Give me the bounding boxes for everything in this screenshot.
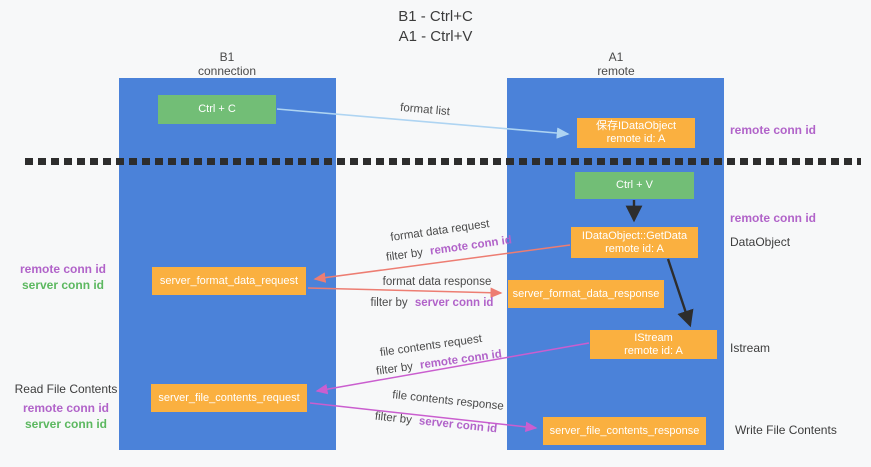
ctrl-c-label: Ctrl + C [198, 103, 236, 115]
annotation-remote-conn-id-left-2: remote conn id [22, 401, 109, 415]
title-line-2: A1 - Ctrl+V [398, 28, 473, 45]
arrow-file-contents-request [315, 342, 590, 395]
annotation-remote-conn-id-left-1: remote conn id [19, 262, 106, 276]
diagram-title: B1 - Ctrl+C A1 - Ctrl+V [0, 7, 871, 47]
node-server-file-contents-response: server_file_contents_response [543, 417, 706, 445]
node-istream: IStream remote id: A [590, 330, 717, 359]
annotation-remote-conn-id-top-right: remote conn id [730, 123, 817, 137]
lane-header-b1: B1 connection [157, 50, 297, 78]
arrow-getdata-to-istream [666, 258, 694, 328]
label-filter-by-server-conn-id-1: filter by server conn id [370, 297, 494, 309]
lane-b1-title: B1 [219, 50, 235, 64]
server-file-contents-response-label: server_file_contents_response [549, 424, 700, 437]
arrow-format-list [276, 108, 570, 139]
annotation-server-conn-id-left-1: server conn id [21, 278, 105, 292]
istream-line1: IStream [634, 331, 673, 344]
getdata-line1: IDataObject::GetData [581, 229, 688, 242]
lane-a1-title: A1 [608, 50, 624, 64]
annotation-read-file-contents: Read File Contents [14, 382, 118, 396]
annotation-server-conn-id-left-2: server conn id [24, 417, 108, 431]
lane-b1-subtitle: connection [197, 64, 257, 78]
istream-line2: remote id: A [624, 344, 683, 357]
node-ctrl-c: Ctrl + C [158, 95, 276, 124]
save-idataobject-line2: remote id: A [606, 133, 666, 145]
lane-header-a1: A1 remote [546, 50, 686, 78]
node-server-format-data-response: server_format_data_response [508, 280, 664, 308]
node-server-file-contents-request: server_file_contents_request [151, 384, 307, 412]
node-save-idataobject: 保存IDataObject remote id: A [577, 118, 695, 148]
lane-a1-subtitle: remote [597, 64, 635, 78]
title-line-1: B1 - Ctrl+C [398, 8, 473, 25]
annotation-read-file-contents-group: Read File Contents remote conn id server… [8, 381, 124, 432]
node-idataobject-getdata: IDataObject::GetData remote id: A [571, 227, 698, 258]
ctrl-v-label: Ctrl + V [616, 179, 653, 191]
arrow-format-data-response [307, 287, 503, 298]
arrow-format-data-request [313, 244, 571, 283]
arrow-file-contents-response [309, 402, 538, 433]
server-file-contents-request-label: server_file_contents_request [158, 391, 300, 404]
phase-divider-dashed-line [25, 158, 861, 165]
server-format-data-request-label: server_format_data_request [159, 274, 299, 287]
save-idataobject-line1: 保存IDataObject [595, 120, 677, 132]
annotation-conn-ids-left-top: remote conn id server conn id [8, 261, 118, 293]
label-format-data-response: format data response [382, 276, 492, 288]
server-format-data-response-label: server_format_data_response [512, 287, 660, 300]
annotation-istream: Istream [730, 341, 771, 355]
node-server-format-data-request: server_format_data_request [152, 267, 306, 295]
node-ctrl-v: Ctrl + V [575, 172, 694, 199]
annotation-dataobject: DataObject [730, 235, 791, 249]
annotation-write-file-contents: Write File Contents [735, 423, 837, 437]
annotation-remote-conn-id-right: remote conn id [730, 211, 817, 225]
getdata-line2: remote id: A [605, 242, 664, 255]
